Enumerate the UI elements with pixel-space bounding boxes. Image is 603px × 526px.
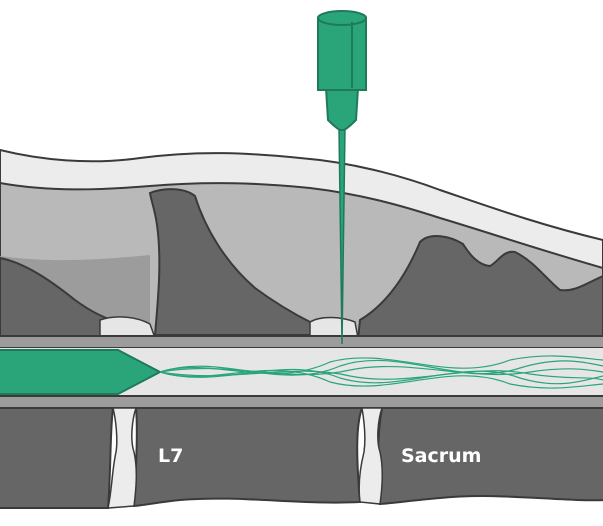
spinal-cord-conus [0,349,163,395]
cauda-equina-fibers [159,355,603,389]
intervertebral-disc-l6-l7 [107,407,138,509]
needle-hub [324,87,360,131]
sacral-dorsal-mass [356,235,603,341]
lumbosacral-disc [358,407,384,505]
spinous-process-l7 [148,188,313,336]
spinal-needle-icon [317,10,367,345]
label-sacrum: Sacrum [401,445,481,467]
vertebral-body-l6 [0,407,115,509]
canal-floor [0,395,603,409]
canal-roof [0,335,603,349]
needle-hub-rim [317,10,367,26]
label-l7: L7 [158,445,183,467]
ligament-gap-right [309,316,359,339]
